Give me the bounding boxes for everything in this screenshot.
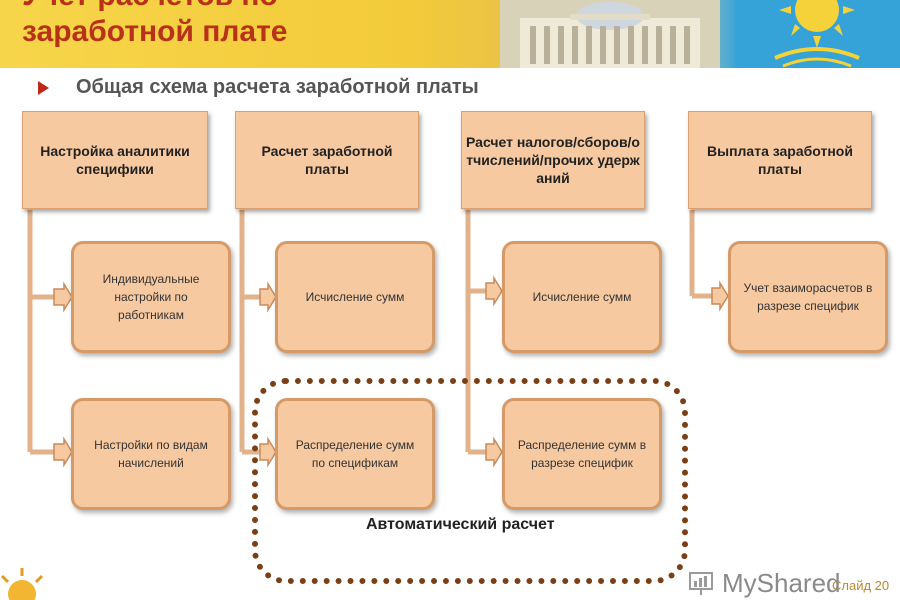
item-individual-settings: Индивидуальные настройки по работникам <box>71 241 231 353</box>
slide-subtitle: Общая схема расчета заработной платы <box>76 76 479 98</box>
flag-sun-icon <box>735 0 900 68</box>
sun-logo-icon <box>0 568 44 600</box>
header-banner: Учет расчетов по заработной плате <box>0 0 900 68</box>
item-tax-distribution-label: Распределение сумм в разрезе специфик <box>517 438 647 470</box>
automatic-calculation-region <box>252 378 688 584</box>
item-settlements-label: Учет взаиморасчетов в разрезе специфик <box>743 281 873 313</box>
item-tax-calculation-label: Исчисление сумм <box>532 290 632 304</box>
automatic-calculation-label: Автоматический расчет <box>366 516 555 533</box>
column-header-payout: Выплата заработной платы <box>688 111 872 209</box>
item-settlements: Учет взаиморасчетов в разрезе специфик <box>728 241 888 353</box>
column-header-analytics: Настройка аналитики специфики <box>22 111 208 209</box>
myshared-logo-text: MyShared <box>722 568 841 598</box>
presentation-chart-icon <box>689 572 713 595</box>
building-image <box>500 0 720 68</box>
column-header-taxes: Расчет налогов/сборов/отчислений/прочих … <box>461 111 645 209</box>
slide-number: Слайд 20 <box>832 578 890 593</box>
item-salary-calculation-label: Исчисление сумм <box>305 290 405 304</box>
column-header-analytics-label: Настройка аналитики специфики <box>40 143 190 177</box>
slide-title-line2: заработной плате <box>22 15 288 48</box>
item-salary-distribution: Распределение сумм по спецификам <box>275 398 435 510</box>
column-header-taxes-label: Расчет налогов/сборов/отчислений/прочих … <box>466 134 640 186</box>
item-accrual-settings-label: Настройки по видам начислений <box>94 438 208 470</box>
column-header-salary: Расчет заработной платы <box>235 111 419 209</box>
item-tax-distribution: Распределение сумм в разрезе специфик <box>502 398 662 510</box>
bullet-triangle-icon <box>38 81 49 95</box>
item-tax-calculation: Исчисление сумм <box>502 241 662 353</box>
column-header-payout-label: Выплата заработной платы <box>707 143 853 177</box>
item-individual-settings-label: Индивидуальные настройки по работникам <box>102 272 200 322</box>
slide-title: Учет расчетов по заработной плате <box>22 0 287 50</box>
item-salary-calculation: Исчисление сумм <box>275 241 435 353</box>
item-accrual-settings: Настройки по видам начислений <box>71 398 231 510</box>
myshared-watermark: MyShared <box>688 566 860 600</box>
item-salary-distribution-label: Распределение сумм по спецификам <box>295 438 415 470</box>
slide-title-line1: Учет расчетов по <box>22 0 287 14</box>
column-header-salary-label: Расчет заработной платы <box>261 143 393 177</box>
